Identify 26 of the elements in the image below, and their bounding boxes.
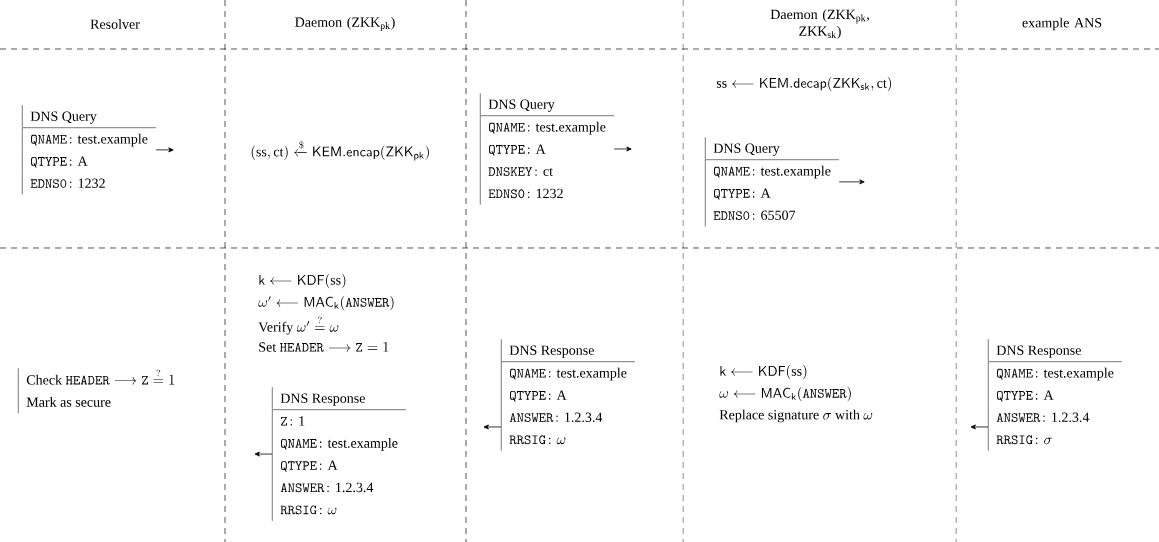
formula-line: $\text{Set } \mathtt{HEADER} \longrightarrow \mathtt{Z} = 1$ xyxy=(259,341,389,352)
arrow xyxy=(613,146,632,152)
formula-line: $\mathsf{k} \longleftarrow \mathsf{KDF}(\mathrm{ss})$ xyxy=(259,273,346,289)
column-header: example ANS xyxy=(1022,17,1102,31)
formula-line: $\omega' \longleftarrow \mathsf{MAC_k}(\mathtt{ANSWER})$ xyxy=(258,295,394,311)
status-box: $\text{Check } \mathtt{HEADER} \longrightarrow \mathtt{Z} \stackrel{?}{=} 1$ Mark as secure xyxy=(18,368,175,414)
column-header: Daemon (ZKK$_{pk}$, ZKK$_{sk}$) xyxy=(770,9,869,39)
formula-line: $(\mathrm{ss},\mathrm{ct}) \xleftarrow{\$} \mathsf{KEM.encap}(\mathsf{ZKK_{pk}})$ xyxy=(251,141,429,161)
arrow xyxy=(254,451,273,457)
arrow xyxy=(970,424,989,430)
column-header: Daemon (ZKK$_{pk}$) xyxy=(295,17,395,31)
formula-line: $\mathsf{k} \longleftarrow \mathsf{KDF}(\mathrm{ss})$ xyxy=(720,364,807,380)
message-box: DNS Response $\mathtt{QNAME}\colon \text{test.example}$ $\mathtt{QTYPE}\colon \text{A}$ $\mathtt{ANSWER}\colon \text{1.2.3.4}$ $\mathtt{RRSIG}\colon \sigma$ xyxy=(988,339,1123,451)
arrow xyxy=(838,179,865,185)
message-box: DNS Response $\mathtt{QNAME}\colon \text{test.example}$ $\mathtt{QTYPE}\colon \text{A}$ $\mathtt{ANSWER}\colon \text{1.2.3.4}$ $\mathtt{RRSIG}\colon \omega$ xyxy=(501,339,636,451)
formula-line: $\text{Replace signature } \sigma \text{ with } \omega$ xyxy=(719,409,873,423)
message-box: DNS Response $\mathtt{Z}\colon \text{1}$ $\mathtt{QNAME}\colon \text{test.example}$ $\mathtt{QTYPE}\colon \text{A}$ $\mathtt{ANSWER}\colon \text{1.2.3.4}$ $\mathtt{RRSIG}\colon \omega$ xyxy=(272,387,407,522)
formula-line: $\omega \longleftarrow \mathsf{MAC_k}(\mathtt{ANSWER})$ xyxy=(719,386,851,402)
formula-line: $\text{Verify } \omega' \stackrel{?}{=} \omega$ xyxy=(258,316,339,335)
message-box: DNS Query $\mathtt{QNAME}\colon \text{test.example}$ $\mathtt{QTYPE}\colon \text{A}$ $\mathtt{EDNS0}\colon \text{1232}$ xyxy=(22,105,157,195)
message-box: DNS Query $\mathtt{QNAME}\colon \text{test.example}$ $\mathtt{QTYPE}\colon \text{A}$ $\mathtt{EDNS0}\colon \text{65507}$ xyxy=(705,137,840,227)
arrow xyxy=(483,424,502,430)
column-header: Resolver xyxy=(90,19,140,29)
message-box: DNS Query $\mathtt{QNAME}\colon \text{test.example}$ $\mathtt{QTYPE}\colon \text{A}$ $\mathtt{DNSKEY}\colon \text{ct}$ $\mathtt{EDNS0}\colon \text{1232}$ xyxy=(480,93,615,205)
formula-line: $\mathrm{ss} \longleftarrow \mathsf{KEM.decap}(\mathsf{ZKK_{sk}},\mathrm{ct})$ xyxy=(716,76,892,92)
arrow xyxy=(155,147,174,153)
